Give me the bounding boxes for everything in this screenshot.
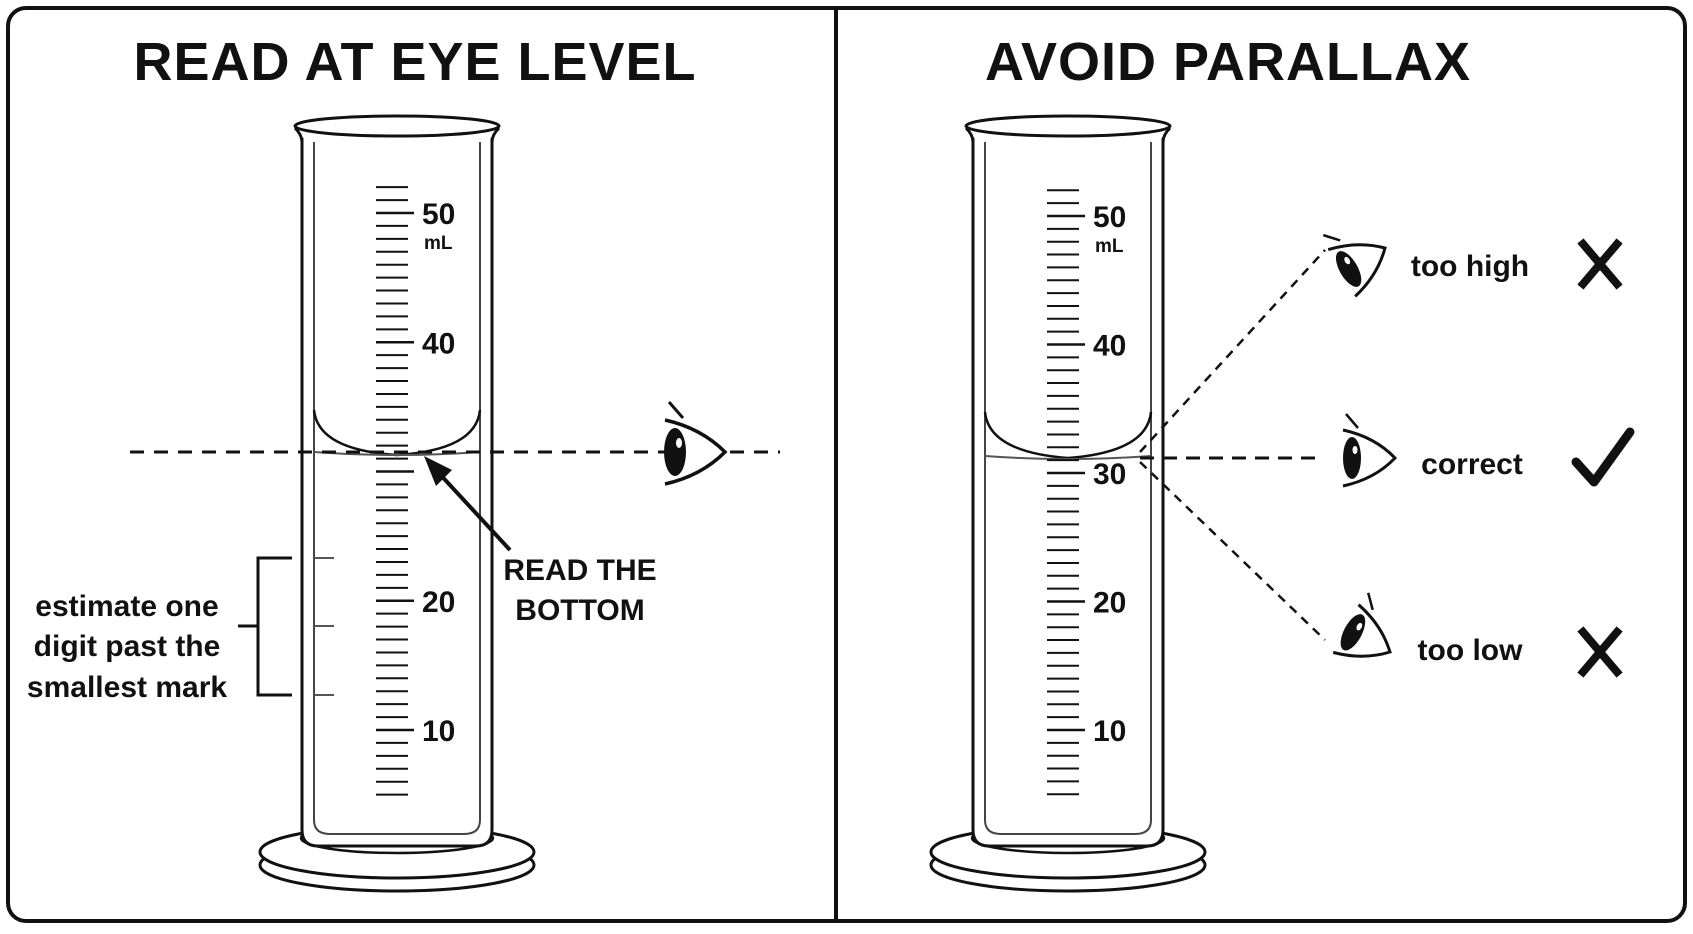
callout-arrowhead — [424, 456, 452, 486]
scale-label-50: 50 — [422, 198, 455, 231]
sight-line-too-low — [1139, 461, 1326, 641]
left-panel-title: READ AT EYE LEVEL — [133, 32, 696, 92]
right-liquid-surface — [984, 455, 1152, 460]
view-label-too-low: too low — [1418, 634, 1524, 667]
scale-label-10: 10 — [1093, 715, 1126, 748]
scale-label-40: 40 — [422, 327, 455, 360]
eye-icon — [1332, 592, 1392, 658]
callout-arrow — [434, 468, 512, 552]
left-scale: 50 40 20 10 mL — [376, 186, 455, 796]
right-panel: AVOID PARALLAX 50 40 30 20 10 mL — [929, 32, 1635, 893]
left-callout-line-2: BOTTOM — [515, 594, 644, 627]
scale-label-20: 20 — [1093, 587, 1126, 620]
eye-icon — [1342, 413, 1398, 488]
eye-icon — [664, 401, 728, 486]
cross-icon — [1577, 626, 1623, 678]
scale-label-40: 40 — [1093, 330, 1126, 363]
estimate-bracket — [238, 556, 292, 697]
right-panel-title: AVOID PARALLAX — [985, 32, 1471, 92]
right-cylinder-outer-wall — [971, 138, 1165, 848]
right-cylinder-inner-wall — [984, 142, 1152, 835]
right-cylinder-lip — [964, 126, 1172, 143]
right-cylinder-rim — [964, 114, 1172, 138]
eye-icon — [1322, 233, 1387, 298]
unit-label: mL — [424, 233, 453, 254]
scale-label-10: 10 — [422, 715, 455, 748]
left-panel: READ AT EYE LEVEL 50 40 20 10 mL — [27, 32, 780, 893]
sight-line-too-high — [1139, 249, 1326, 453]
unit-label: mL — [1095, 236, 1124, 257]
left-cylinder-outer-wall — [300, 138, 494, 848]
cross-icon — [1577, 238, 1623, 290]
check-icon — [1571, 427, 1635, 487]
right-scale: 50 40 30 20 10 mL — [1047, 189, 1126, 796]
estimate-note-line-3: smallest mark — [27, 671, 227, 704]
estimate-note-line-2: digit past the — [34, 630, 221, 663]
left-cylinder: 50 40 20 10 mL — [258, 114, 536, 893]
estimate-note-line-1: estimate one — [35, 590, 218, 623]
outer-frame — [6, 6, 1687, 923]
view-label-correct: correct — [1421, 448, 1523, 481]
right-cylinder: 50 40 30 20 10 mL — [929, 114, 1207, 893]
scale-label-50: 50 — [1093, 201, 1126, 234]
left-cylinder-lip — [293, 126, 501, 143]
left-cylinder-rim — [293, 114, 501, 138]
left-cylinder-inner-wall — [313, 142, 481, 835]
scale-label-20: 20 — [422, 586, 455, 619]
scale-label-30: 30 — [1093, 458, 1126, 491]
view-label-too-high: too high — [1411, 250, 1529, 283]
left-callout-line-1: READ THE — [503, 554, 656, 587]
